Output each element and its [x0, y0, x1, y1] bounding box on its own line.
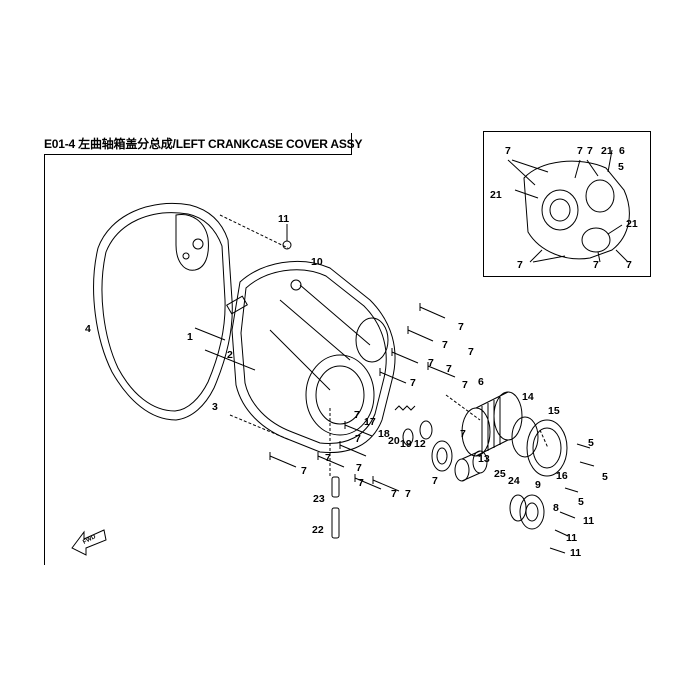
- inset-callout-5: 5: [618, 161, 624, 173]
- callout-7: 7: [468, 346, 474, 358]
- sleeve-part: [454, 450, 488, 482]
- callout-9: 9: [535, 479, 541, 491]
- callout-7: 7: [446, 363, 452, 375]
- callout-15: 15: [548, 405, 560, 417]
- callout-7: 7: [405, 488, 411, 500]
- inset-callout-6: 6: [619, 145, 625, 157]
- title-frame-right: [351, 133, 352, 155]
- frame-left-edge: [44, 155, 45, 565]
- callout-7: 7: [301, 465, 307, 477]
- inset-cover-view: [507, 149, 630, 263]
- filter-cover-part: [526, 419, 568, 477]
- callout-12: 12: [414, 438, 426, 450]
- callout-1: 1: [187, 331, 193, 343]
- callout-14: 14: [522, 391, 534, 403]
- callout-7: 7: [354, 409, 360, 421]
- inset-callout-21: 21: [601, 145, 613, 157]
- bearing-part: [431, 440, 453, 472]
- callout-7: 7: [358, 477, 364, 489]
- leader-lines: [219, 214, 549, 476]
- callout-11: 11: [566, 532, 577, 544]
- callout-3: 3: [212, 401, 218, 413]
- callout-5: 5: [588, 437, 594, 449]
- callout-5: 5: [602, 471, 608, 483]
- inset-callout-7: 7: [577, 145, 583, 157]
- inset-detail-frame: [483, 131, 651, 277]
- callout-20: 20: [388, 435, 400, 447]
- callout-6: 6: [478, 376, 484, 388]
- callout-5: 5: [578, 496, 584, 508]
- inset-callout-7: 7: [517, 259, 523, 271]
- callout-7: 7: [428, 357, 434, 369]
- inset-callout-21: 21: [626, 218, 638, 230]
- callout-23: 23: [313, 493, 325, 505]
- title-underline: [44, 132, 352, 155]
- fwd-arrow-icon: [71, 529, 107, 556]
- callout-19: 19: [400, 438, 412, 450]
- callout-7: 7: [432, 475, 438, 487]
- callout-2: 2: [227, 349, 233, 361]
- callout-17: 17: [364, 416, 376, 428]
- callout-7: 7: [462, 379, 468, 391]
- oil-filter-part: [461, 391, 523, 457]
- callout-18: 18: [378, 428, 390, 440]
- callout-11: 11: [570, 547, 581, 559]
- inset-callout-21: 21: [490, 189, 502, 201]
- page-title: E01-4 左曲轴箱盖分总成/LEFT CRANKCASE COVER ASSY: [44, 137, 363, 151]
- crankcase-cover-part: [231, 260, 396, 454]
- inset-callout-7: 7: [505, 145, 511, 157]
- callout-7: 7: [356, 462, 362, 474]
- callout-7: 7: [355, 433, 361, 445]
- inset-callout-7: 7: [626, 259, 632, 271]
- callout-8: 8: [553, 502, 559, 514]
- callout-16: 16: [556, 470, 568, 482]
- o-ring-part: [511, 416, 539, 458]
- callout-11: 11: [583, 515, 594, 527]
- callout-25: 25: [494, 468, 506, 480]
- callout-24: 24: [508, 475, 520, 487]
- callout-7: 7: [325, 452, 331, 464]
- cover-plate-part: [509, 494, 545, 530]
- spring-assembly: [394, 405, 433, 446]
- top-fasteners: [194, 224, 302, 371]
- callout-4: 4: [85, 323, 91, 335]
- dowel-pins: [331, 476, 340, 539]
- callout-7: 7: [442, 339, 448, 351]
- callout-22: 22: [312, 524, 324, 536]
- bolt-set: [269, 303, 595, 554]
- callout-13: 13: [478, 453, 490, 465]
- callout-11: 11: [278, 213, 289, 225]
- callout-7: 7: [458, 321, 464, 333]
- gasket-part: [93, 203, 233, 421]
- callout-10: 10: [311, 256, 323, 268]
- callout-labels: 11 10 4 1 2 3 7 7 7 7 7 6 14 15 17 18 20…: [82, 213, 608, 559]
- inset-callout-7: 7: [587, 145, 593, 157]
- inset-callout-labels: 7 7 7 21 6 5 21 21 7 7 7: [490, 145, 638, 271]
- inset-callout-7: 7: [593, 259, 599, 271]
- callout-7: 7: [391, 488, 397, 500]
- callout-7: 7: [410, 377, 416, 389]
- callout-7: 7: [460, 428, 466, 440]
